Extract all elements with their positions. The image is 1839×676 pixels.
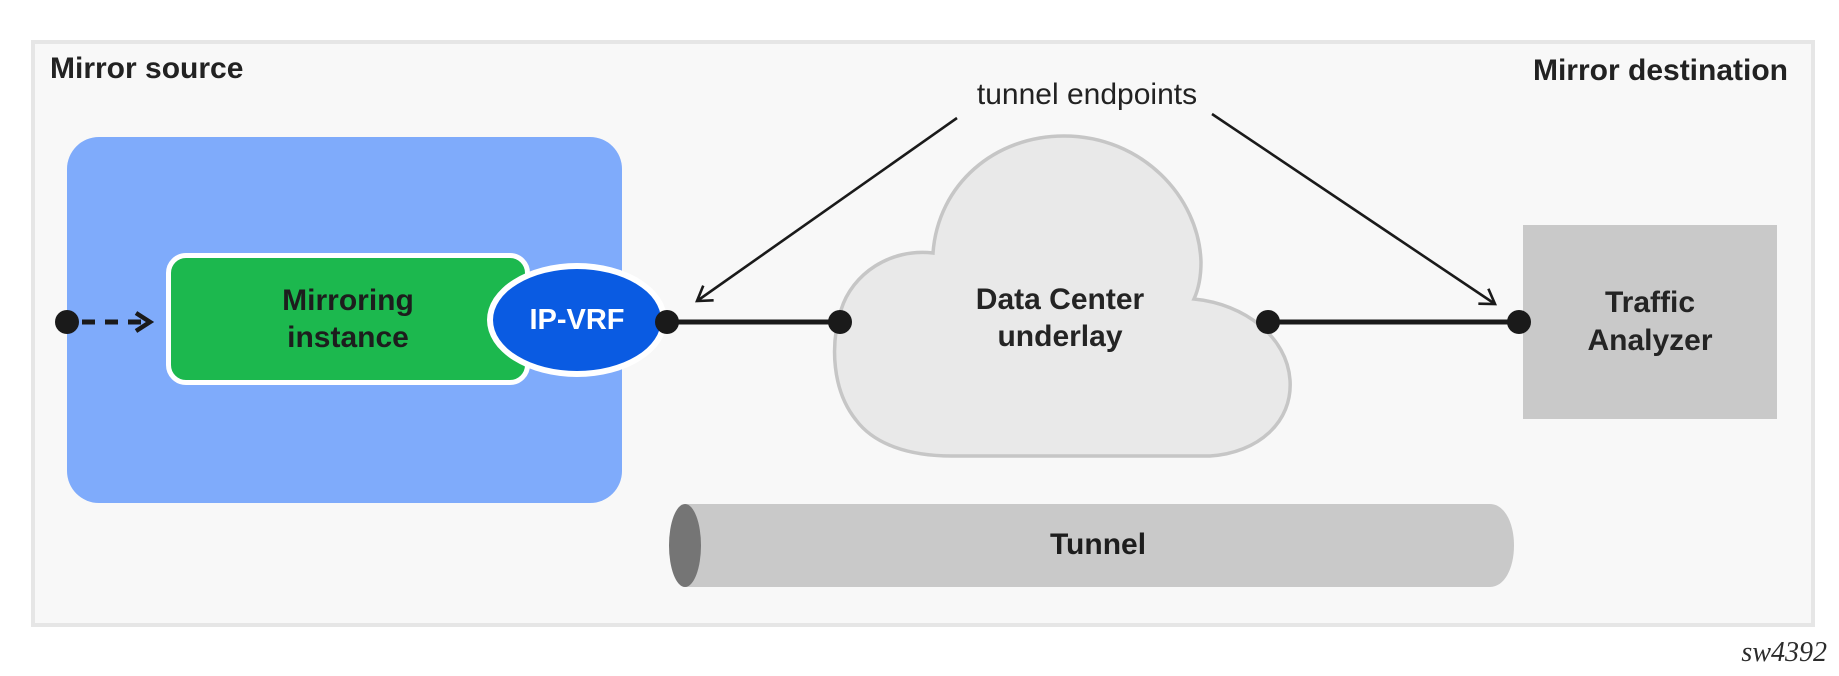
ip-vrf-label: IP-VRF <box>529 303 625 336</box>
traffic-analyzer-box: Traffic Analyzer <box>1523 225 1777 419</box>
traffic-analyzer-label-line1: Traffic <box>1604 286 1696 319</box>
mirroring-instance-label-line1: Mirroring <box>282 284 414 317</box>
traffic-analyzer-label-line2: Analyzer <box>1587 324 1713 357</box>
mirror-source-label: Mirror source <box>50 52 244 85</box>
data-center-underlay-label: Data Center underlay <box>930 281 1190 355</box>
mirroring-instance-label-line2: instance <box>287 321 409 354</box>
tunnel-label: Tunnel <box>1049 528 1147 561</box>
ip-vrf-ellipse: IP-VRF <box>487 263 667 377</box>
figure-id: sw4392 <box>1741 637 1827 668</box>
mirror-destination-label: Mirror destination <box>1532 54 1788 87</box>
data-center-underlay-label-line1: Data Center <box>975 283 1145 316</box>
data-center-underlay-label-line2: underlay <box>997 320 1123 353</box>
mirroring-instance-box: Mirroring instance <box>166 253 530 385</box>
tunnel-endpoints-label: tunnel endpoints <box>976 78 1198 111</box>
